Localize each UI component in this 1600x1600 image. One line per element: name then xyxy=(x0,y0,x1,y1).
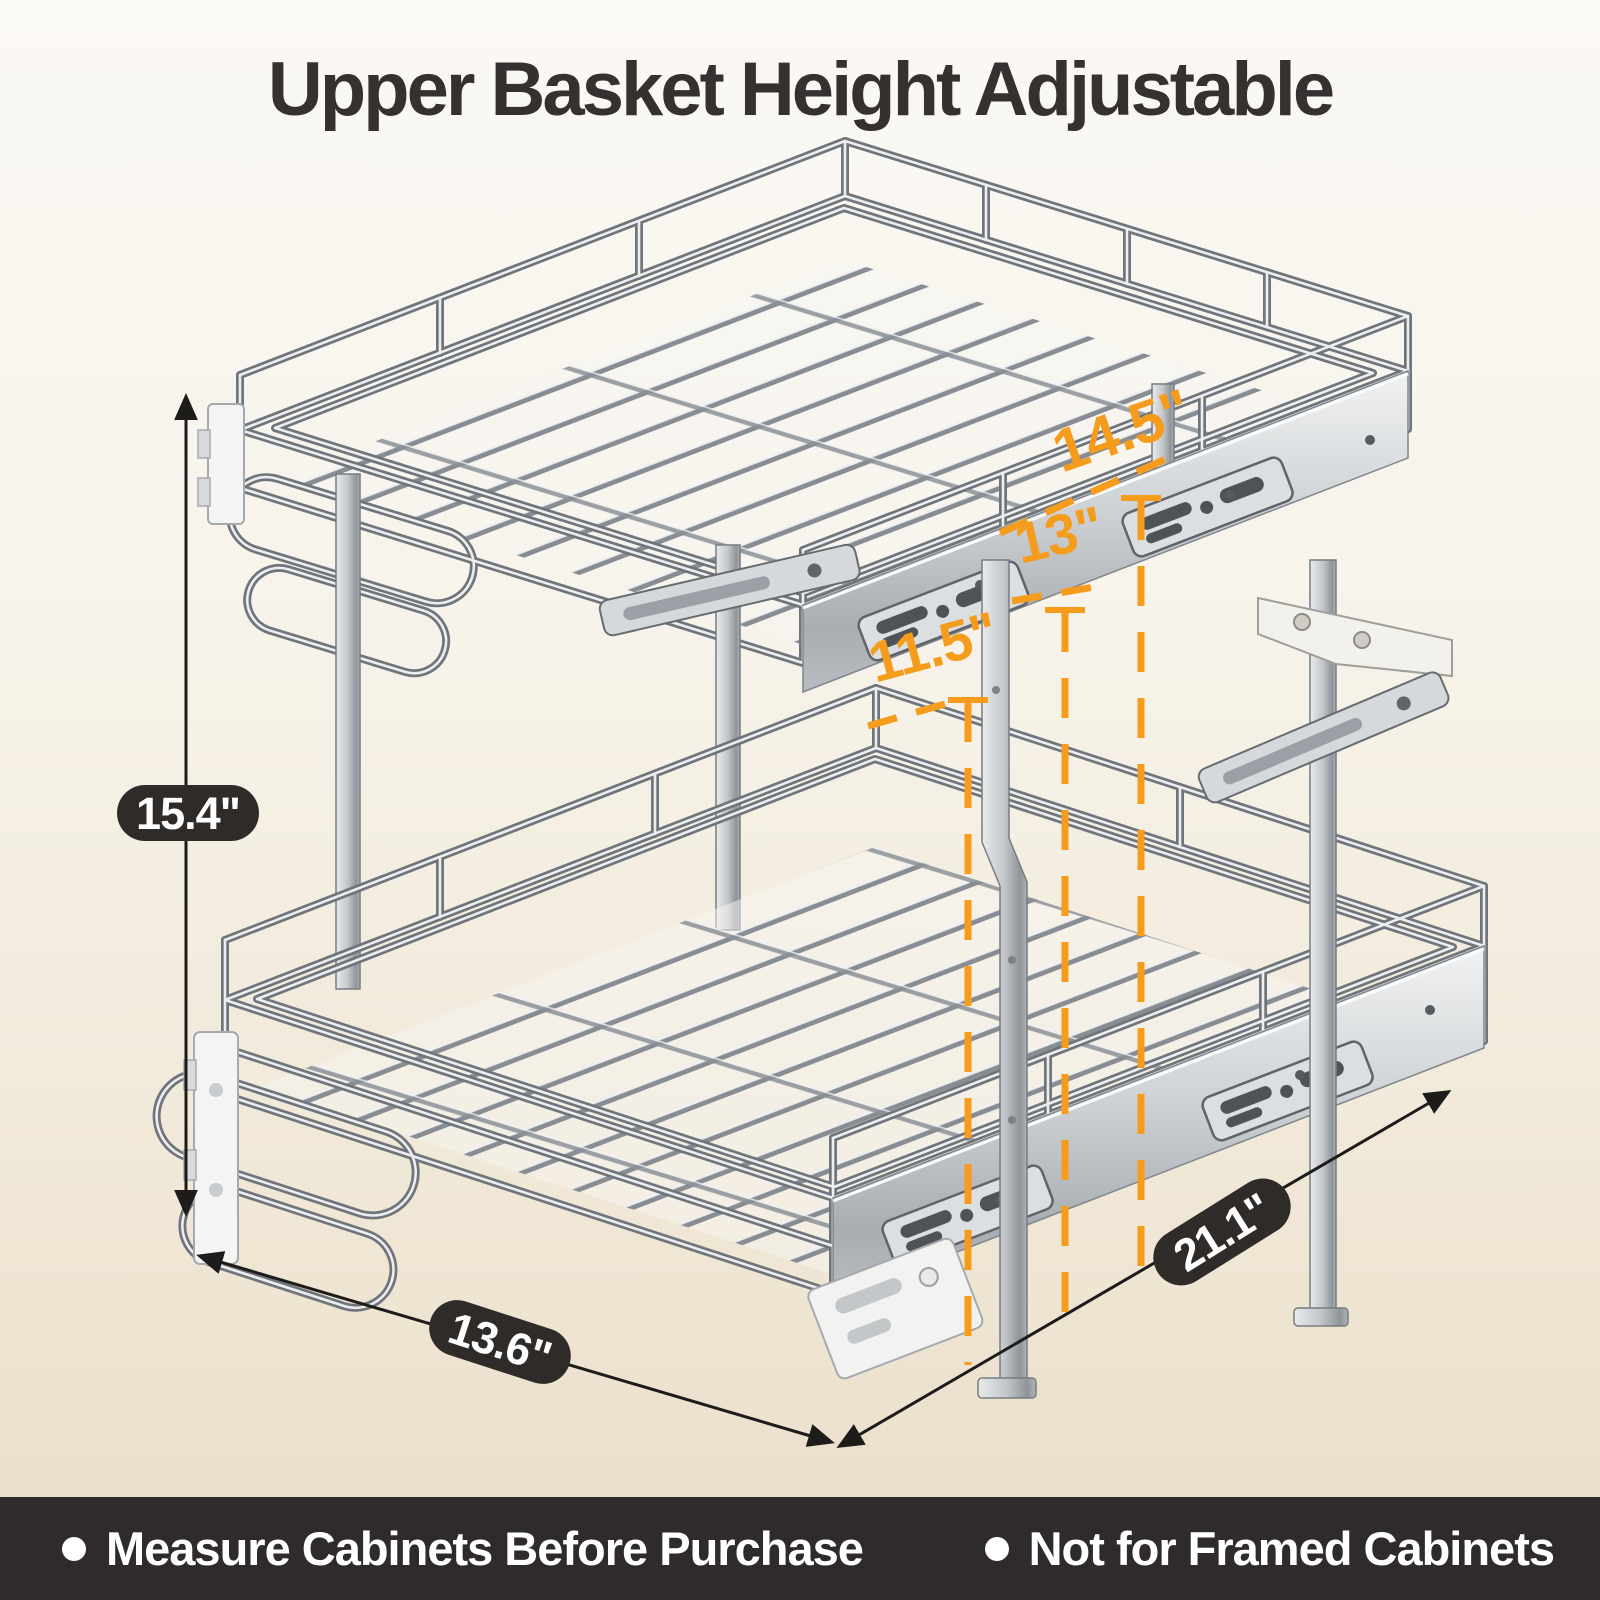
lower-slide-front-cap xyxy=(183,1031,239,1265)
upper-slide-front-cap xyxy=(197,403,245,525)
depth-dimension-badge: 21.1" xyxy=(1153,1178,1291,1286)
footer-note-label: Measure Cabinets Before Purchase xyxy=(106,1522,864,1575)
footer-note-framed: Not for Framed Cabinets xyxy=(984,1521,1555,1576)
footer-notes-bar: Measure Cabinets Before Purchase Not for… xyxy=(0,1497,1600,1600)
right-hanging-post xyxy=(1309,559,1337,1316)
width-dimension-badge: 13.6" xyxy=(429,1300,571,1384)
bullet-icon xyxy=(62,1536,86,1561)
hanging-posts-left xyxy=(335,473,863,990)
footer-note-label: Not for Framed Cabinets xyxy=(1028,1522,1555,1575)
footer-note-measure: Measure Cabinets Before Purchase xyxy=(62,1521,864,1576)
upper-slide-rail xyxy=(802,369,1409,694)
page-title: Upper Basket Height Adjustable xyxy=(267,47,1335,132)
depth-dimension-line xyxy=(836,1089,1452,1449)
upper-basket-illustration xyxy=(197,141,1409,694)
adjustable-height-guides xyxy=(867,454,1170,1365)
bullet-icon xyxy=(984,1536,1009,1561)
height-dimension-badge: 15.4" xyxy=(117,785,259,841)
right-mounting-bracket xyxy=(1257,596,1453,678)
svg-text:15.4": 15.4" xyxy=(136,788,240,839)
